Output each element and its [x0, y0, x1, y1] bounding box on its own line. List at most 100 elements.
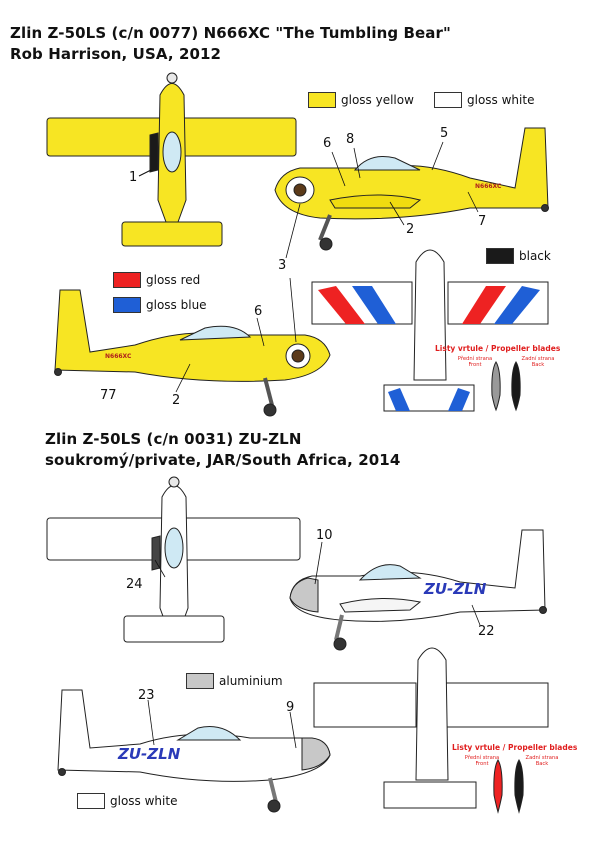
side-canopy-1 [353, 156, 421, 171]
tail-wheel-3 [539, 606, 547, 614]
side-fuselage-3 [289, 529, 546, 622]
bottom-wing-right-2 [445, 682, 549, 728]
registration-right: ZU-ZLN [424, 580, 487, 598]
tail-wheel-4 [58, 768, 66, 776]
callout-77: 77 [100, 388, 117, 403]
legend-label: aluminium [219, 674, 283, 688]
side-wing-3 [339, 597, 422, 613]
propeller-blades-1 [491, 361, 521, 412]
top-wing-left [46, 117, 166, 157]
propeller-front-label-1: Přední strana Front [455, 356, 495, 368]
propeller-back-label-2: Zadní strana Back [522, 755, 562, 767]
propeller-front-label-2: Přední strana Front [462, 755, 502, 767]
bear-emblem-inner-2 [291, 349, 305, 363]
legend-label: gloss yellow [341, 93, 414, 107]
top-tailplane-2 [123, 615, 225, 643]
scheme2-subtitle: soukromý/private, JAR/South Africa, 2014 [45, 451, 401, 469]
side-wing-1 [329, 194, 422, 209]
back-cz: Zadní strana [521, 356, 555, 362]
side-view-n666xc-left: N666XC [54, 289, 331, 417]
front-cz: Přední strana [457, 356, 493, 362]
gear-leg-3 [334, 614, 344, 641]
tail-wheel-1 [541, 204, 549, 212]
callout-9: 9 [286, 700, 295, 715]
gear-leg-2 [263, 377, 274, 406]
side-view-zu-zln-left [57, 689, 331, 813]
callout-7: 7 [478, 214, 487, 229]
side-view-n666xc-right: N666XC [274, 127, 549, 251]
propeller-title-2: Listy vrtule / Propeller blades [452, 743, 578, 752]
callout-1: 1 [129, 170, 138, 185]
tail-wheel-2 [54, 368, 62, 376]
bear-emblem-inner-1 [293, 183, 307, 197]
prop-blade-front-2 [493, 759, 503, 814]
scheme2-title: Zlin Z-50LS (c/n 0031) ZU-ZLN [45, 430, 302, 448]
propeller-title-1: Listy vrtule / Propeller blades [435, 344, 561, 353]
gear-leg-4 [268, 777, 278, 803]
svg-text:N666XC: N666XC [105, 353, 132, 360]
legend-gloss-white-2: gloss white [77, 793, 177, 809]
callout-22: 22 [478, 624, 495, 639]
legend-gloss-white: gloss white [434, 92, 534, 108]
swatch-blue [113, 297, 141, 313]
legend-black: black [486, 248, 551, 264]
registration-left: ZU-ZLN [118, 745, 181, 763]
wheel-1 [319, 237, 333, 251]
bottom-fuselage-1 [413, 249, 447, 381]
top-canopy-2 [164, 527, 184, 569]
top-black-panel [149, 132, 159, 173]
swatch-white-2 [77, 793, 105, 809]
swatch-yellow [308, 92, 336, 108]
scheme1-title: Zlin Z-50LS (c/n 0077) N666XC "The Tumbl… [10, 24, 451, 42]
leader-1 [138, 169, 152, 177]
gear-leg-1 [318, 214, 332, 241]
side-view-zu-zln-right [289, 529, 547, 651]
top-view-n666xc [46, 72, 297, 247]
callout-3: 3 [278, 258, 287, 273]
legend-gloss-blue: gloss blue [113, 297, 207, 313]
bottom-view-n666xc [311, 249, 549, 412]
legend-label: gloss white [110, 794, 178, 808]
legend-gloss-yellow: gloss yellow [308, 92, 414, 108]
front-en: Front [475, 761, 489, 767]
wheel-2 [263, 403, 277, 417]
swatch-red [113, 272, 141, 288]
side-cowling-4 [301, 737, 331, 771]
top-wing-right-2 [179, 517, 301, 561]
leader-lines [147, 141, 481, 749]
scheme1-subtitle: Rob Harrison, USA, 2012 [10, 45, 222, 63]
callout-24: 24 [126, 577, 143, 592]
legend-label: black [519, 249, 551, 263]
top-wing-left-2 [46, 517, 168, 561]
swatch-black [486, 248, 514, 264]
legend-label: gloss red [146, 273, 201, 287]
front-cz: Přední strana [464, 755, 500, 761]
side-canopy-3 [358, 564, 422, 581]
side-cowling-3 [289, 577, 319, 613]
prop-blade-back-1 [511, 361, 521, 412]
legend-label: gloss blue [146, 298, 207, 312]
top-tailplane [121, 221, 223, 247]
callout-5: 5 [440, 126, 449, 141]
wheel-3 [333, 637, 347, 651]
propeller-back-label-1: Zadní strana Back [518, 356, 558, 368]
legend-aluminium: aluminium [186, 673, 283, 689]
top-spinner-2 [168, 476, 180, 488]
prop-blade-front-1 [491, 361, 501, 412]
legend-gloss-red: gloss red [113, 272, 200, 288]
back-en: Back [535, 761, 549, 767]
callout-8: 8 [346, 132, 355, 147]
bottom-fuselage-2 [415, 647, 449, 781]
side-canopy-2 [179, 325, 252, 341]
side-fuselage-1 [274, 127, 549, 220]
callout-2b: 2 [172, 393, 181, 408]
top-dark-panel-2 [151, 535, 161, 571]
swatch-aluminium [186, 673, 214, 689]
callout-2a: 2 [406, 222, 415, 237]
callout-10: 10 [316, 528, 333, 543]
swatch-white [434, 92, 462, 108]
legend-label: gloss white [467, 93, 535, 107]
bottom-tailplane-2 [383, 781, 477, 809]
back-en: Back [531, 362, 545, 368]
